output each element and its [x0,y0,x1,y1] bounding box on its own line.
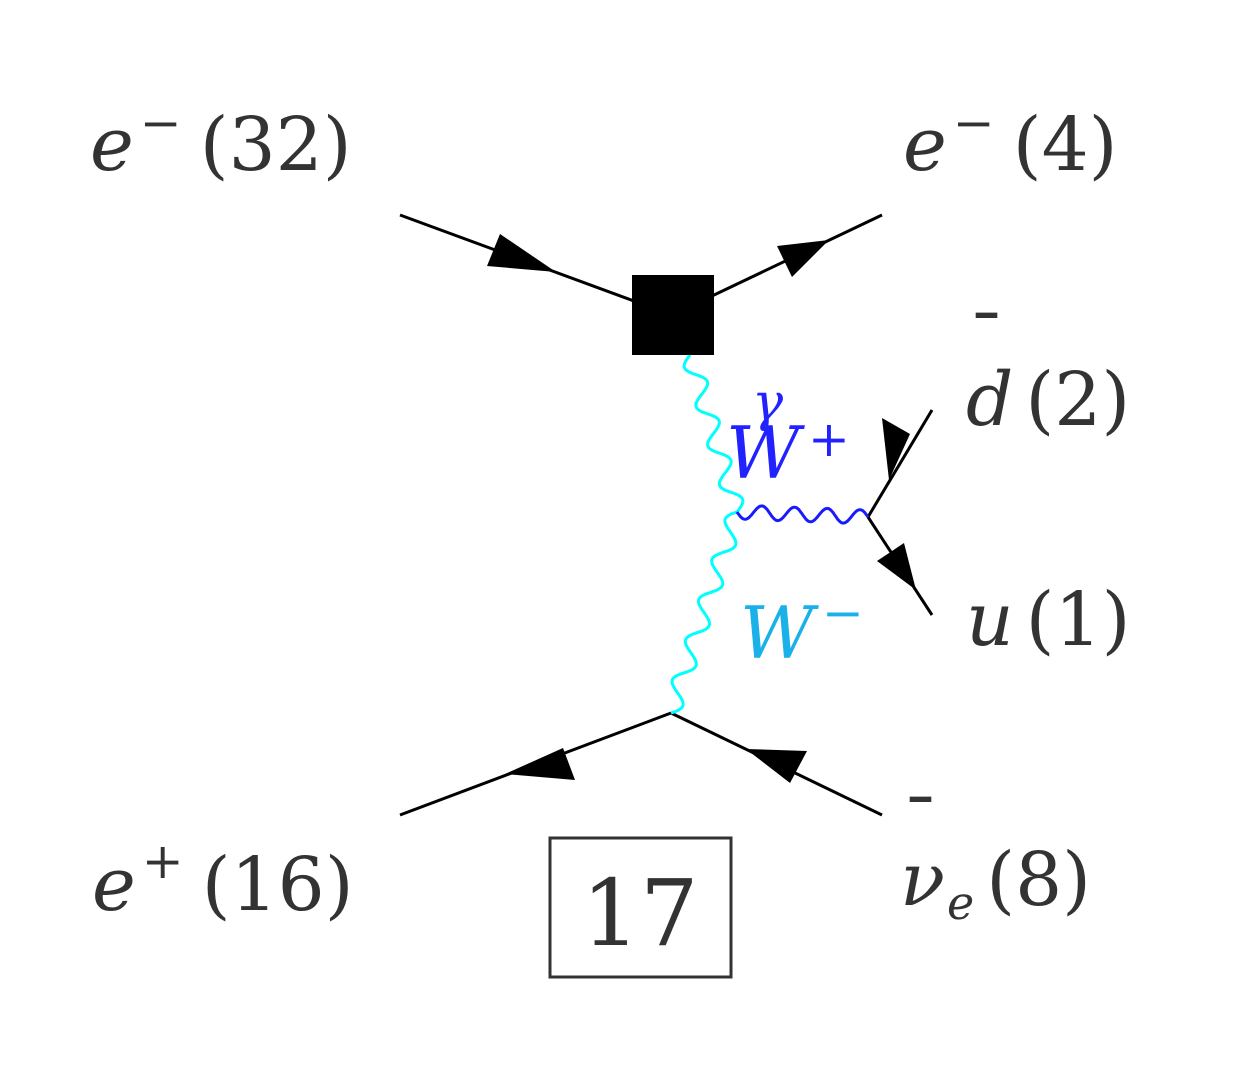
arrow-e-minus-in [487,234,556,272]
d-bar-line [866,409,934,518]
label-u: u(1) [966,577,1131,663]
arrow-nu-e-bar [746,749,807,783]
label-e-plus: e+(16) [92,832,354,928]
w-minus-propagator [670,510,738,715]
arrowheads [487,234,916,783]
label-w-plus: W+ [726,410,850,495]
label-e-minus-out: e−(4) [903,94,1118,188]
diagram-number: 17 [581,860,698,967]
label-d-bar: d(2) [966,357,1130,443]
label-nu-e-bar: νe(8) [900,837,1091,930]
label-e-minus-in: e−(32) [90,94,352,188]
arrow-d-bar [882,418,910,480]
arrow-u [877,543,916,590]
arrow-e-minus-out [777,240,829,277]
label-w-minus: W− [740,584,864,675]
photon-propagator [682,354,745,513]
label-d-bar-overbar: ¯ [968,300,1005,386]
w-plus-propagator [735,504,870,525]
label-nu-e-bar-overbar: ¯ [902,784,939,870]
effective-vertex-box [632,275,714,355]
diagram-number-box [548,836,733,979]
label-photon: γ [752,373,784,433]
arrow-e-plus [505,748,575,780]
